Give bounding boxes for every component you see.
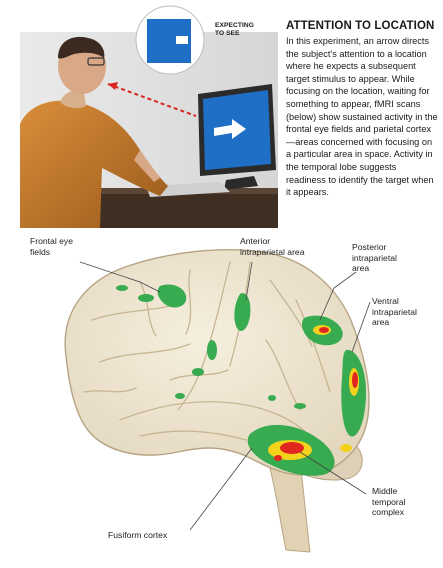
label-anterior-intraparietal: Anterior intraparietal area [240, 236, 305, 257]
label-posterior-intraparietal: Posterior intraparietal area [352, 242, 397, 274]
label-ventral-intraparietal: Ventral intraparietal area [372, 296, 417, 328]
label-leader-lines [79, 261, 371, 531]
label-frontal-eye-fields-line-1: Frontal eye [30, 236, 73, 246]
brainstem [267, 459, 311, 553]
article-body: In this experiment, an arrow directs the… [286, 36, 438, 198]
label-anterior-line-1: Anterior [240, 236, 271, 246]
cerebrum [64, 248, 370, 476]
brain-folds [83, 261, 331, 441]
label-ventral-line-2: intraparietal [372, 306, 417, 317]
activation-red [274, 327, 358, 461]
label-ventral-line-3: area [372, 317, 390, 328]
inset-target-marker [176, 36, 188, 44]
brain-illustration [64, 248, 370, 553]
screen-arrow-icon [214, 119, 246, 139]
label-posterior-line-2: intraparietal [352, 252, 397, 263]
label-frontal-eye-fields: Frontal eye fields [30, 236, 73, 257]
label-posterior-line-1: Posterior [352, 242, 387, 252]
label-middle-temporal-line-1: Middle [372, 486, 398, 496]
computer-monitor [198, 84, 276, 190]
headline: ATTENTION TO LOCATION [286, 20, 435, 32]
label-anterior-line-2: intraparietal area [240, 246, 305, 257]
label-middle-temporal-line-3: complex [372, 507, 404, 518]
subject-person [20, 36, 168, 228]
label-ventral-line-1: Ventral [372, 296, 399, 306]
expecting-line-2: TO SEE [215, 29, 240, 37]
expecting-to-see-caption: EXPECTING TO SEE [215, 22, 254, 37]
frontal-eye-field-activation [157, 284, 187, 308]
label-posterior-line-3: area [352, 263, 370, 274]
expectation-inset [135, 5, 205, 75]
glasses [87, 57, 105, 66]
anterior-intraparietal-activation [234, 293, 251, 331]
label-middle-temporal-line-2: temporal [372, 496, 406, 507]
label-frontal-eye-fields-line-2: fields [30, 246, 51, 257]
gaze-arrow-head-icon [108, 82, 118, 90]
gaze-arrow [107, 83, 197, 117]
expecting-line-1: EXPECTING [215, 22, 255, 29]
label-middle-temporal: Middle temporal complex [372, 486, 405, 518]
label-fusiform-cortex: Fusiform cortex [108, 530, 168, 540]
